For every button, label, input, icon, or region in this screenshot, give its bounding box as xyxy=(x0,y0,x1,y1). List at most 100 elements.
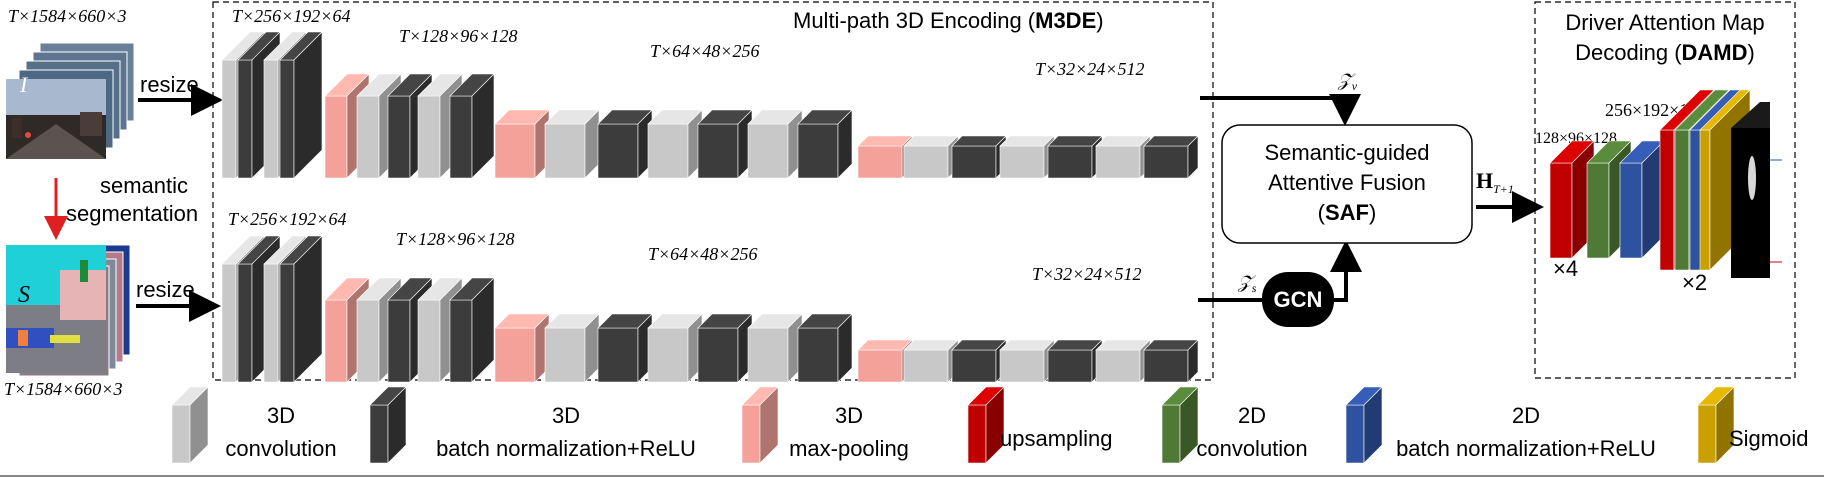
conv3d-block-20 xyxy=(999,339,1055,383)
bn3d-block-23 xyxy=(1143,339,1199,383)
legend-swatch-1 xyxy=(171,386,209,464)
pool3d-block-17 xyxy=(857,339,913,383)
legend-line1-5: 2D xyxy=(1238,403,1266,428)
legend-label-4: upsampling xyxy=(1000,426,1113,451)
bn3d-block-12 xyxy=(597,109,653,179)
legend-line2-2: batch normalization+ReLU xyxy=(436,436,696,461)
top-dim-1: T×256×192×64 xyxy=(232,6,350,26)
legend-line1-2: 3D xyxy=(552,403,580,428)
h-label: HT+1 xyxy=(1476,168,1514,196)
bn3d-block-14 xyxy=(697,109,753,179)
legend-line2-1: convolution xyxy=(225,436,336,461)
legend-line1-1: 3D xyxy=(267,403,295,428)
legend-line1-3: 3D xyxy=(835,403,863,428)
top-dim-2: T×128×96×128 xyxy=(399,26,517,46)
segmentation-stack: S xyxy=(6,244,131,377)
input-frame xyxy=(6,79,106,159)
legend-line2-5: convolution xyxy=(1196,436,1307,461)
zv-connector xyxy=(1200,94,1361,126)
conv3d-block-13 xyxy=(647,109,703,179)
bn3d-block-23 xyxy=(1143,135,1199,179)
bn3d-block-21 xyxy=(1047,339,1103,383)
bottom-dim-1: T×256×192×64 xyxy=(228,209,346,229)
conv3d-block-20 xyxy=(999,135,1055,179)
decoder-title-2: Decoding (DAMD) xyxy=(1575,40,1755,65)
segmentation-frame xyxy=(6,245,106,373)
bn3d-block-4 xyxy=(279,235,323,383)
seg-dims-label: T×1584×660×3 xyxy=(4,379,122,399)
conv3d-block-15 xyxy=(747,109,803,179)
conv3d-block-22 xyxy=(1095,135,1151,179)
attention-map-output xyxy=(1731,102,1782,278)
bn3d-block-16 xyxy=(797,109,853,179)
zv-label: 𝒵v xyxy=(1337,70,1358,93)
legend-item-5: 2D convolution xyxy=(1161,386,1308,464)
encoder-bottom-path xyxy=(221,235,1199,383)
legend-swatch-5 xyxy=(1161,386,1199,464)
legend-item-1: 3D convolution xyxy=(171,386,337,464)
bottom-dim-4: T×32×24×512 xyxy=(1032,264,1141,284)
encoder-top-path xyxy=(221,31,1199,179)
legend-item-6: 2D batch normalization+ReLU xyxy=(1345,386,1656,464)
bn3d-block-9 xyxy=(449,277,495,383)
decoder-title-1: Driver Attention Map xyxy=(1565,10,1764,35)
semantic-label-1: semantic xyxy=(100,173,188,198)
legend-swatch-3 xyxy=(741,386,779,464)
seg-symbol: S xyxy=(18,282,30,308)
conv3d-block-11 xyxy=(544,313,600,383)
legend-swatch-4 xyxy=(967,386,1005,464)
pool3d-block-10 xyxy=(494,313,550,383)
gcn-to-saf-arrow xyxy=(1330,240,1362,302)
input-image-stack: I xyxy=(6,42,135,159)
legend-swatch-7 xyxy=(1697,386,1735,464)
conv3d-block-18 xyxy=(903,339,959,383)
gcn-label: GCN xyxy=(1274,287,1323,312)
encoder-box xyxy=(212,1,1214,381)
saf-line-1: Semantic-guided xyxy=(1264,140,1429,165)
saf-line-2: Attentive Fusion xyxy=(1268,170,1426,195)
gcn-node xyxy=(1262,272,1334,327)
zs-label: 𝒵s xyxy=(1237,272,1257,295)
semantic-label-2: segmentation xyxy=(66,201,198,226)
bn3d-block-4 xyxy=(279,31,323,179)
bn3d-block-21 xyxy=(1047,135,1103,179)
decoder-dim-large: 256×192×1 xyxy=(1605,100,1688,120)
zs-subscript: s xyxy=(1252,281,1257,295)
legend-label-7: Sigmoid xyxy=(1729,426,1808,451)
legend-line2-6: batch normalization+ReLU xyxy=(1396,436,1656,461)
bn3d-block-19 xyxy=(951,339,1007,383)
decoder-repeat-large: ×2 xyxy=(1682,270,1707,295)
bn3d-block-16 xyxy=(797,313,853,383)
decoder-repeat-small: ×4 xyxy=(1553,256,1578,281)
legend-item-7: Sigmoid xyxy=(1697,386,1808,464)
legend-item-4: upsampling xyxy=(967,386,1113,464)
conv3d-block-18 xyxy=(903,135,959,179)
resize-label-top: resize xyxy=(140,72,199,97)
bottom-dim-2: T×128×96×128 xyxy=(396,229,514,249)
dec-bn2d-1 xyxy=(1619,140,1665,259)
bn3d-block-12 xyxy=(597,313,653,383)
zv-subscript: v xyxy=(1352,79,1358,93)
decoder-dim-small: 128×96×128 xyxy=(1535,130,1617,147)
bn3d-block-9 xyxy=(449,73,495,179)
image-symbol: I xyxy=(19,72,29,97)
bn3d-block-19 xyxy=(951,135,1007,179)
image-dims-label: T×1584×660×3 xyxy=(8,6,126,26)
legend-item-2: 3D batch normalization+ReLU xyxy=(369,386,696,464)
pool3d-block-10 xyxy=(494,109,550,179)
top-dim-4: T×32×24×512 xyxy=(1035,59,1144,79)
saf-line-3: (SAF) xyxy=(1318,200,1377,225)
conv3d-block-13 xyxy=(647,313,703,383)
top-dim-3: T×64×48×256 xyxy=(650,41,759,61)
legend-line1-6: 2D xyxy=(1512,403,1540,428)
decoder-box xyxy=(1534,1,1796,379)
legend-swatch-6 xyxy=(1345,386,1383,464)
encoder-title: Multi-path 3D Encoding (M3DE) xyxy=(793,8,1104,33)
conv3d-block-22 xyxy=(1095,339,1151,383)
legend-swatch-2 xyxy=(369,386,407,464)
bn3d-block-14 xyxy=(697,313,753,383)
conv3d-block-15 xyxy=(747,313,803,383)
